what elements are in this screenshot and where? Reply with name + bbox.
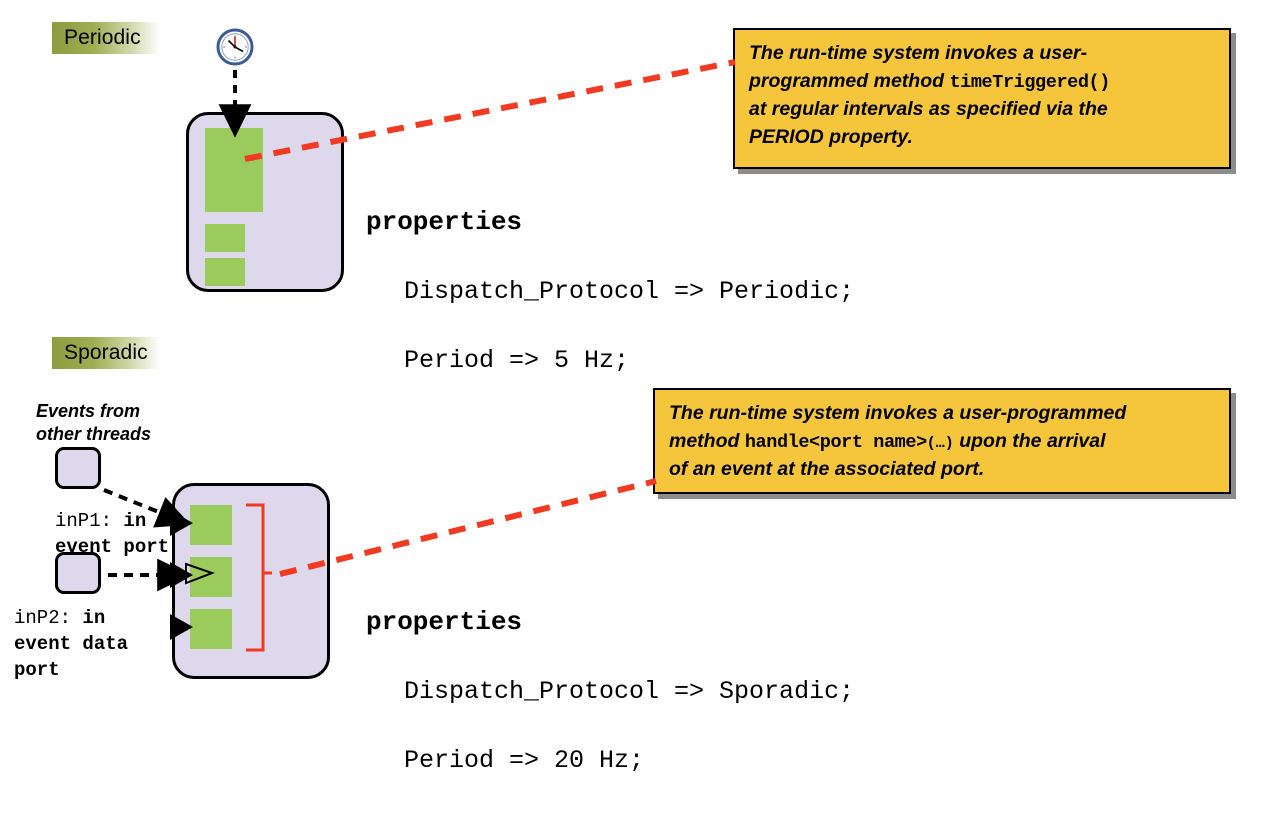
port-label-inp1: inP1: in event port [55, 508, 169, 560]
section-chip-sporadic-label: Sporadic [64, 341, 148, 364]
properties-line-period-periodic: Period => 5 Hz; [404, 345, 630, 375]
thread-handler-block-3 [190, 609, 232, 649]
callout-sporadic-line1: The run-time system invokes a user-progr… [669, 402, 1127, 424]
section-chip-sporadic: Sporadic [52, 337, 160, 369]
callout-sporadic-text: The run-time system invokes a user-progr… [669, 400, 1215, 484]
callout-sporadic-line3: of an event at the associated port. [669, 457, 985, 480]
thread-handler-block-2 [190, 557, 232, 597]
clock-icon [216, 28, 254, 66]
section-chip-periodic-label: Periodic [64, 26, 141, 49]
section-chip-periodic: Periodic [52, 22, 160, 54]
port-label-inp1-name: inP1: [55, 510, 113, 532]
callout-sporadic-method-args: (…) [926, 434, 954, 452]
properties-line-dispatch-periodic: Dispatch_Protocol => Periodic; [404, 276, 855, 306]
port-label-inp2: inP2: in event data port [14, 605, 128, 684]
callout-sporadic: The run-time system invokes a user-progr… [653, 388, 1231, 494]
thread-subprogram-block-1 [205, 224, 245, 252]
callout-sporadic-line2-pre: method [669, 429, 745, 452]
event-source-box-2 [55, 552, 101, 594]
callout-periodic-line2-pre: programmed method [749, 69, 950, 92]
annotation-leader-sporadic [279, 478, 657, 577]
properties-block-sporadic: properties Dispatch_Protocol => Sporadic… [366, 570, 854, 813]
thread-entrypoint-block-periodic [205, 128, 263, 212]
thread-handler-block-1 [190, 505, 232, 545]
port-label-inp2-name: inP2: [14, 607, 72, 629]
properties-keyword-periodic: properties [366, 207, 523, 237]
properties-block-periodic: properties Dispatch_Protocol => Periodic… [366, 170, 854, 413]
event-source-box-1 [55, 447, 101, 489]
callout-sporadic-method-name: handle<port name> [744, 431, 927, 453]
port-label-inp2-kind: in event data port [14, 607, 129, 682]
callout-periodic-line3: at regular intervals as specified via th… [749, 97, 1108, 120]
callout-periodic-line4: PERIOD property. [749, 125, 913, 148]
slide-canvas: Periodic properties Dispatch_Protocol =>… [14, 22, 1231, 775]
events-source-label: Events from other threads [36, 401, 152, 444]
properties-line-dispatch-sporadic: Dispatch_Protocol => Sporadic; [404, 676, 855, 706]
callout-periodic-text: The run-time system invokes a user-progr… [749, 40, 1215, 151]
callout-periodic: The run-time system invokes a user-progr… [733, 28, 1231, 169]
properties-keyword-sporadic: properties [366, 607, 523, 637]
properties-line-period-sporadic: Period => 20 Hz; [404, 745, 645, 775]
callout-sporadic-line2-post: upon the arrival [953, 429, 1106, 452]
thread-subprogram-block-2 [205, 258, 245, 286]
callout-periodic-method-name: timeTriggered() [949, 71, 1110, 93]
callout-periodic-line1: The run-time system invokes a user- [749, 42, 1088, 64]
